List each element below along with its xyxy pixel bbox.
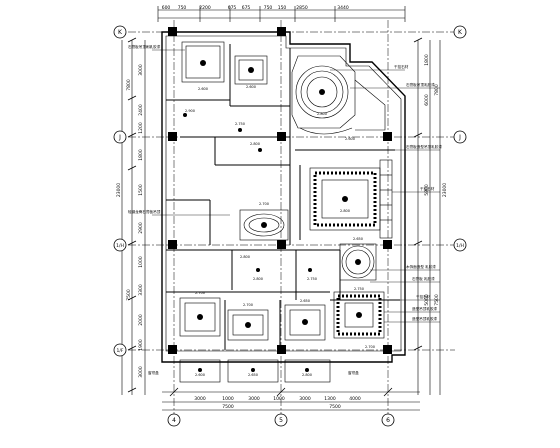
note-right-4: 木饰面造型 乳胶漆: [406, 264, 436, 269]
note-left-0: 石膏板吊顶刷乳胶漆: [128, 44, 161, 49]
elev-2: 2.800: [317, 112, 327, 116]
dim-bottom-0: 3000: [194, 396, 206, 402]
elev-12: 2.750: [307, 277, 317, 281]
note-right-3: 干挂石材: [420, 186, 435, 191]
dim-bottom-total-0: 7500: [222, 404, 234, 410]
note-right-6: 干挂石材: [416, 294, 431, 299]
interior-walls: [166, 44, 400, 350]
grid-label-j-right: J: [458, 134, 461, 141]
elev-6: 2.650: [353, 237, 363, 241]
dim-left-total-0: 7800: [126, 79, 132, 91]
elev-0: 2.600: [198, 87, 208, 91]
dim-left-7: 3300: [138, 284, 144, 296]
dim-left-1: 2400: [138, 104, 144, 116]
dim-top-4: 675: [242, 5, 251, 11]
note-right-2: 石膏板造型吊顶乳胶漆: [406, 144, 442, 149]
ceiling-pattern-center-right: [309, 159, 393, 239]
dim-left-9: 1900: [138, 339, 144, 351]
dim-top-3: 675: [228, 5, 237, 11]
elev-16: 2.750: [235, 122, 245, 126]
grid-label-4: 4: [172, 417, 176, 424]
dim-bottom-2: 3000: [248, 396, 260, 402]
ceiling-dome-top-right: [291, 55, 386, 135]
dim-left-total-1: 23000: [116, 183, 122, 197]
elev-18: 2.800: [240, 255, 250, 259]
note-right-7: 造型吊顶乳胶漆: [412, 306, 438, 311]
grid-bubbles: [113, 25, 467, 427]
dim-right-1: 6000: [424, 94, 430, 106]
ceiling-oval-feature: [239, 209, 289, 241]
grid-label-5: 5: [279, 417, 283, 424]
dim-right-2: 7800: [434, 84, 440, 96]
elev-8: 2.700: [243, 303, 253, 307]
dim-left-3: 1800: [138, 149, 144, 161]
elev-20: 2.700: [365, 345, 375, 349]
dim-bottom-4: 3000: [299, 396, 311, 402]
dim-top-6: 150: [278, 5, 287, 11]
ceiling-circle-feature: [339, 243, 377, 281]
dim-bottom-3: 1000: [273, 396, 285, 402]
dim-right-0: 1800: [424, 54, 430, 66]
dim-bottom-total-1: 7500: [329, 404, 341, 410]
dimension-ticks: [127, 37, 423, 397]
grid-label-k-right: K: [458, 29, 463, 36]
ceiling-trays-bottom: [179, 297, 331, 383]
dim-left-6: 1000: [138, 256, 144, 268]
elev-19: 2.600: [345, 137, 355, 141]
dim-left-total-2: 7500: [126, 289, 132, 301]
elev-14: 2.650: [248, 373, 258, 377]
elev-3: 2.800: [250, 142, 260, 146]
elev-15: 2.800: [302, 373, 312, 377]
dim-bottom-6: 4000: [349, 396, 361, 402]
grid-label-k-left: K: [118, 29, 123, 36]
elev-1: 2.600: [246, 85, 256, 89]
dim-top-7: 2850: [296, 5, 308, 11]
dim-top-1: 750: [178, 5, 187, 11]
outer-walls: [161, 31, 406, 363]
note-left-1: 轻钢龙骨石膏板吊顶: [128, 209, 161, 214]
note-right-8: 造型吊顶乳胶漆: [412, 316, 438, 321]
grid-label-h-right: 1/H: [456, 243, 464, 249]
grid-lines: [128, 20, 455, 418]
dimension-lines: [121, 6, 441, 411]
dim-top-2: 2200: [199, 5, 211, 11]
elev-4: 2.800: [340, 209, 350, 213]
leader-lines: [152, 49, 440, 323]
dim-left-8: 2000: [138, 314, 144, 326]
note-right-1: 石膏板吊顶乳胶漆: [406, 82, 435, 87]
grid-label-f-left: 1/F: [117, 348, 124, 354]
elev-10: 2.750: [354, 287, 364, 291]
dim-top-8: 3440: [337, 5, 349, 11]
structural-columns: [168, 27, 392, 354]
elev-17: 2.900: [185, 109, 195, 113]
dim-left-0: 3000: [138, 64, 144, 76]
note-right-0: 干挂石材: [394, 64, 409, 69]
grid-label-6: 6: [386, 417, 390, 424]
dim-right-4: 5800: [424, 184, 430, 196]
light-fixtures: [183, 60, 362, 372]
ceiling-pattern-bottom-right: [333, 291, 385, 339]
note-bottom-0: 窗帘盒: [148, 370, 159, 375]
grid-label-j-left: J: [118, 134, 121, 141]
dim-bottom-5: 1300: [324, 396, 336, 402]
dim-top-0: 600: [162, 5, 171, 11]
dim-left-10: 3000: [138, 366, 144, 378]
elev-5: 2.700: [259, 202, 269, 206]
ceiling-tray-top-left: [181, 41, 268, 85]
dim-left-5: 2900: [138, 222, 144, 234]
dim-left-4: 1500: [138, 184, 144, 196]
dim-bottom-1: 1000: [222, 396, 234, 402]
dim-left-2: 1200: [138, 122, 144, 134]
grid-label-h-left: 1/H: [116, 243, 124, 249]
elev-9: 2.650: [300, 299, 310, 303]
elev-7: 2.700: [195, 291, 205, 295]
elev-13: 2.600: [195, 373, 205, 377]
dim-top-5: 750: [264, 5, 273, 11]
note-bottom-1: 窗帘盒: [348, 370, 359, 375]
note-right-5: 石膏板 乳胶漆: [412, 276, 435, 281]
elev-11: 2.800: [253, 277, 263, 281]
dim-right-3: 23000: [442, 183, 448, 197]
